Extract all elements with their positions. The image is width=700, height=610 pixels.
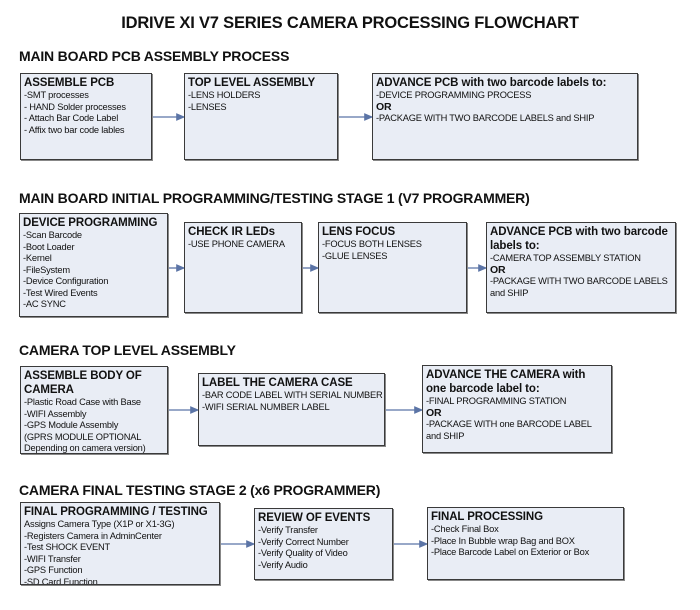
process-step: and SHIP	[490, 287, 529, 298]
process-step: -WIFI Transfer	[24, 553, 81, 564]
process-step: -Test Wired Events	[23, 287, 98, 298]
process-step: -GPS Function	[24, 565, 83, 575]
process-box: LABEL THE CAMERA CASE-BAR CODE LABEL WIT…	[198, 373, 385, 446]
process-step: (GPRS MODULE OPTIONAL	[24, 431, 142, 442]
process-step: -BAR CODE LABEL WITH SERIAL NUMBER	[202, 390, 383, 400]
process-box: FINAL PROCESSING -Check Final Box-Place …	[427, 507, 624, 580]
process-box-title: FINAL PROGRAMMING / TESTING	[24, 506, 208, 518]
section-heading: MAIN BOARD PCB ASSEMBLY PROCESS	[19, 48, 290, 64]
section-heading: CAMERA TOP LEVEL ASSEMBLY	[19, 342, 236, 358]
process-step: -Place In Bubble wrap Bag and BOX	[431, 535, 575, 546]
process-step: -FINAL PROGRAMMING STATION	[426, 396, 567, 406]
process-step: -Boot Loader	[23, 241, 75, 252]
section-heading: MAIN BOARD INITIAL PROGRAMMING/TESTING S…	[19, 190, 530, 206]
process-step: -Registers Camera in AdminCenter	[24, 530, 162, 541]
process-step: -USE PHONE CAMERA	[188, 239, 285, 249]
process-box: ADVANCE PCB with two barcode labels to:-…	[486, 222, 676, 313]
process-box: ADVANCE THE CAMERA with one barcode labe…	[422, 365, 612, 453]
process-box-title: ADVANCE PCB with two barcode labels to:	[376, 77, 607, 89]
process-box: ASSEMBLE PCB -SMT processes- HAND Solder…	[20, 73, 152, 160]
process-step: -PACKAGE WITH TWO BARCODE LABELS	[490, 276, 668, 286]
process-box: CHECK IR LEDs-USE PHONE CAMERA	[184, 222, 302, 313]
process-box-title: FINAL PROCESSING	[431, 511, 543, 523]
flowchart-title: IDRIVE XI V7 SERIES CAMERA PROCESSING FL…	[121, 14, 579, 32]
process-step: -GPS Module Assembly	[24, 420, 119, 430]
process-box-title: ASSEMBLE PCB	[24, 77, 115, 89]
process-step: -Kernel	[23, 253, 52, 263]
process-step: -Check Final Box	[431, 524, 499, 534]
process-step: Depending on camera version)	[24, 443, 146, 453]
process-box: TOP LEVEL ASSEMBLY-LENS HOLDERS-LENSES	[184, 73, 338, 160]
process-step: -PACKAGE WITH one BARCODE LABEL	[426, 419, 592, 429]
process-step: - HAND Solder processes	[24, 101, 126, 112]
process-step: Assigns Camera Type (X1P or X1-3G)	[24, 519, 175, 529]
process-step: -Place Barcode Label on Exterior or Box	[431, 547, 590, 557]
process-step: and SHIP	[426, 430, 465, 441]
process-box-title: ASSEMBLE BODY OF CAMERA	[24, 370, 142, 396]
process-box-title: TOP LEVEL ASSEMBLY	[188, 77, 316, 89]
process-step: OR	[376, 100, 392, 113]
process-step: -Verify Correct Number	[258, 536, 349, 547]
process-step: -PACKAGE WITH TWO BARCODE LABELS and SHI…	[376, 113, 595, 123]
process-step: -DEVICE PROGRAMMING PROCESS	[376, 90, 532, 100]
process-step: -Scan Barcode	[23, 230, 82, 240]
process-step: -CAMERA TOP ASSEMBLY STATION	[490, 253, 641, 263]
process-box-title: CHECK IR LEDs	[188, 226, 275, 238]
process-box-title: REVIEW OF EVENTS	[258, 512, 371, 524]
process-step: -WIFI SERIAL NUMBER LABEL	[202, 401, 330, 412]
process-step: -FileSystem	[23, 264, 70, 275]
process-step: -Verify Audio	[258, 559, 308, 570]
process-step: -GLUE LENSES	[322, 250, 388, 261]
process-box-title: LENS FOCUS	[322, 226, 396, 238]
process-step: -LENS HOLDERS	[188, 90, 261, 100]
process-step: -AC SYNC	[23, 299, 66, 309]
process-step: OR	[426, 406, 442, 419]
process-step: -FOCUS BOTH LENSES	[322, 239, 422, 249]
process-step: -Device Configuration	[23, 276, 109, 286]
process-box-title: ADVANCE PCB with two barcode labels to:	[490, 226, 668, 252]
process-box-title: LABEL THE CAMERA CASE	[202, 377, 353, 389]
process-box: ASSEMBLE BODY OF CAMERA-Plastic Road Cas…	[20, 366, 168, 454]
process-box: REVIEW OF EVENTS-Verify Transfer-Verify …	[254, 508, 393, 580]
section-heading: CAMERA FINAL TESTING STAGE 2 (x6 PROGRAM…	[19, 482, 381, 498]
process-step: -SMT processes	[24, 90, 89, 100]
process-step: -Verify Transfer	[258, 525, 318, 535]
process-step: -WIFI Assembly	[24, 408, 87, 419]
process-box-title: ADVANCE THE CAMERA with one barcode labe…	[426, 369, 586, 395]
process-box-title: DEVICE PROGRAMMING	[23, 217, 158, 229]
process-step: -Plastic Road Case with Base	[24, 397, 141, 407]
process-step: OR	[490, 263, 506, 276]
process-step: -LENSES	[188, 101, 227, 112]
process-step: -Test SHOCK EVENT	[24, 542, 110, 552]
process-step: -Verify Quality of Video	[258, 548, 348, 558]
process-step: -SD Card Function	[24, 576, 98, 585]
process-step: - Attach Bar Code Label	[24, 113, 119, 123]
process-step: - Affix two bar code lables	[24, 124, 125, 135]
process-box: DEVICE PROGRAMMING-Scan Barcode-Boot Loa…	[19, 213, 168, 317]
process-box: ADVANCE PCB with two barcode labels to:-…	[372, 73, 638, 160]
process-box: LENS FOCUS-FOCUS BOTH LENSES-GLUE LENSES	[318, 222, 467, 313]
